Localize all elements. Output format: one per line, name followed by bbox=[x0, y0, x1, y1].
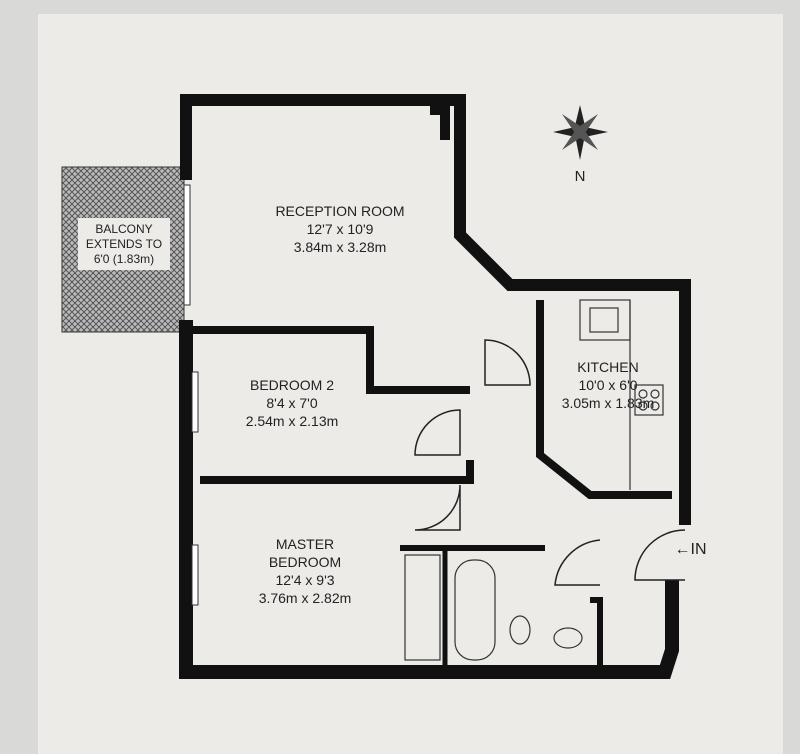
balcony-line: 6'0 (1.83m) bbox=[93, 252, 155, 266]
bath-icon bbox=[454, 559, 496, 661]
entrance-label: ←IN bbox=[674, 541, 707, 558]
paper-background bbox=[38, 14, 783, 754]
balcony-line: EXTENDS TO bbox=[85, 237, 163, 251]
master-bedroom-label: MASTER BEDROOM 12'4 x 9'3 3.76m x 2.82m bbox=[235, 535, 375, 607]
doors bbox=[414, 339, 686, 586]
sink-icon bbox=[579, 299, 631, 341]
room-name: MASTER bbox=[275, 536, 335, 552]
walls bbox=[179, 94, 691, 679]
hob-icon bbox=[634, 384, 664, 416]
room-name: BEDROOM 2 bbox=[249, 377, 334, 393]
balcony-area bbox=[61, 166, 185, 333]
balcony-line: BALCONY bbox=[95, 222, 153, 236]
room-name: BEDROOM bbox=[268, 554, 342, 570]
windows bbox=[183, 184, 199, 606]
room-size-imperial: 12'4 x 9'3 bbox=[275, 572, 335, 588]
room-size-metric: 3.84m x 3.28m bbox=[293, 239, 387, 255]
room-name: RECEPTION ROOM bbox=[275, 203, 405, 219]
bedroom-2-label: BEDROOM 2 8'4 x 7'0 2.54m x 2.13m bbox=[222, 376, 362, 430]
reception-room-label: RECEPTION ROOM 12'7 x 10'9 3.84m x 3.28m bbox=[240, 202, 440, 256]
balcony-label: BALCONY EXTENDS TO 6'0 (1.83m) bbox=[72, 222, 176, 267]
compass-label: N bbox=[574, 168, 586, 185]
fixtures bbox=[404, 299, 664, 661]
kitchen-label: KITCHEN 10'0 x 6'0 3.05m x 1.83m bbox=[548, 358, 668, 412]
compass-icon bbox=[553, 105, 608, 160]
toilet-icon bbox=[509, 615, 531, 645]
room-name: KITCHEN bbox=[577, 359, 639, 375]
room-size-metric: 2.54m x 2.13m bbox=[245, 413, 339, 429]
room-size-imperial: 10'0 x 6'0 bbox=[578, 377, 638, 393]
room-size-metric: 3.05m x 1.83m bbox=[561, 395, 655, 411]
room-size-metric: 3.76m x 2.82m bbox=[258, 590, 352, 606]
room-size-imperial: 8'4 x 7'0 bbox=[266, 395, 318, 411]
basin-icon bbox=[553, 627, 583, 649]
room-size-imperial: 12'7 x 10'9 bbox=[306, 221, 374, 237]
